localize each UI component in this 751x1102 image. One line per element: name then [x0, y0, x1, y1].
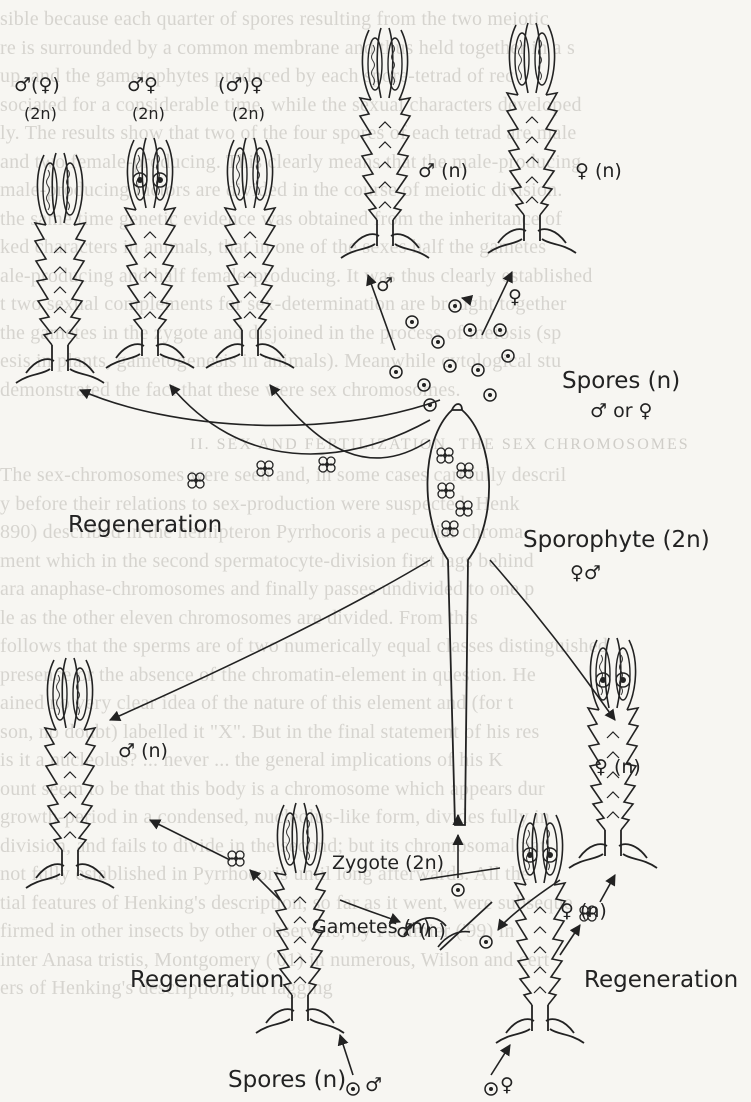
label-diploid-3-ploidy: (2n): [232, 104, 265, 123]
label-regeneration-bottom-left: Regeneration: [130, 967, 284, 993]
male-regenerated-plant: [26, 658, 114, 888]
label-top-male: ♂ (n): [418, 160, 468, 182]
label-bottom-left-male: ♂ (n): [118, 740, 168, 762]
diploid-plant-1: [16, 153, 104, 383]
diploid-plant-3: [206, 138, 294, 368]
label-top-female: ♀ (n): [575, 160, 622, 182]
cycle-arrows: [80, 272, 615, 1075]
zygote-cell: [452, 884, 464, 896]
diploid-plant-2: [106, 138, 194, 368]
label-spores-top-sex: ♂ or ♀: [590, 400, 652, 422]
label-diploid-1-sex: ♂(♀): [14, 74, 60, 96]
label-diploid-3-sex: (♂)♀: [218, 74, 264, 96]
label-spores-bottom: Spores (n): [228, 1067, 346, 1093]
label-sporophyte: Sporophyte (2n): [523, 527, 710, 553]
label-bottom-center-female: ♀ (n): [560, 900, 607, 922]
label-sporophyte-sex: ♀♂: [570, 562, 601, 584]
sporophyte-capsule: [427, 404, 489, 825]
label-arrow-male: ♂: [376, 274, 393, 296]
label-regeneration-bottom-right: Regeneration: [584, 967, 738, 993]
label-bottom-right-female: ♀ (n): [594, 756, 641, 778]
label-spores-bottom-male: ♂: [365, 1074, 382, 1096]
label-diploid-1-ploidy: (2n): [24, 104, 57, 123]
label-bottom-center-male: ♂ (n): [396, 920, 446, 942]
female-gametophyte-bottom: [496, 813, 584, 1043]
label-spores-top: Spores (n): [562, 368, 680, 394]
label-spores-bottom-female: ♀: [500, 1074, 514, 1096]
male-gametophyte-top: [341, 28, 429, 258]
label-diploid-2-sex: ♂♀: [127, 74, 158, 96]
released-spores: [390, 300, 514, 411]
label-zygote: Zygote (2n): [332, 852, 444, 874]
label-regeneration-top: Regeneration: [68, 512, 222, 538]
female-gametophyte-top: [488, 23, 576, 253]
female-regenerated-plant: [569, 638, 657, 868]
label-arrow-female: ♀: [508, 286, 522, 308]
label-diploid-2-ploidy: (2n): [132, 104, 165, 123]
